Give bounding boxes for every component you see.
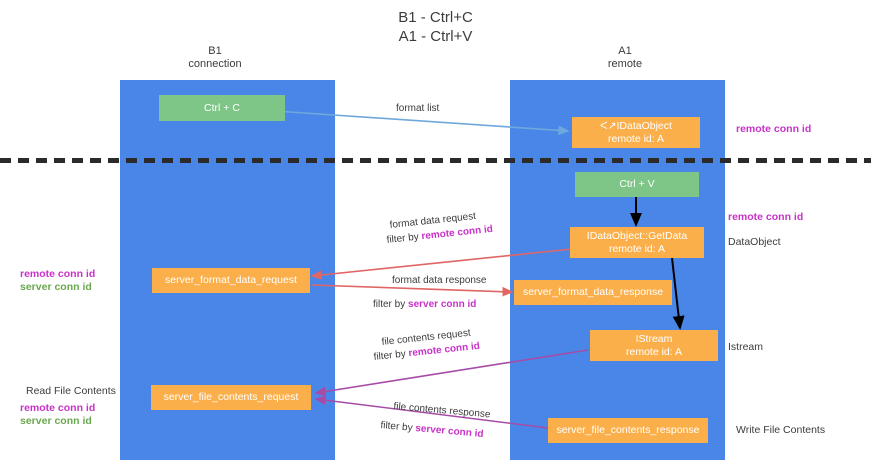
filter-value-server-conn-id: server conn id: [408, 299, 477, 310]
annotation-dataobject: DataObject: [728, 236, 781, 248]
node-server-format-data-request[interactable]: server_format_data_request: [152, 268, 310, 293]
edge-label-format-list: format list: [396, 103, 440, 114]
annotation-remote-conn-id-mid: remote conn id: [728, 211, 804, 223]
column-header-b1: B1 connection: [188, 45, 242, 70]
filter-value-server-conn-id: server conn id: [414, 423, 484, 440]
node-idataobject-getdata[interactable]: IDataObject::GetData remote id: A: [570, 227, 704, 258]
annotation-left-server-conn-id-2: server conn id: [20, 415, 92, 427]
edge-label-file-contents-response-filter: filter by server conn id: [380, 419, 484, 441]
page-title: B1 - Ctrl+C A1 - Ctrl+V: [398, 9, 473, 45]
edge-label-file-contents-response: file contents response: [392, 400, 491, 421]
annotation-write-file-contents: Write File Contents: [736, 424, 826, 436]
filter-prefix: filter by: [373, 348, 410, 363]
node-server-file-contents-response[interactable]: server_file_contents_response: [548, 418, 708, 443]
filter-prefix: filter by: [373, 299, 409, 310]
filter-prefix: filter by: [379, 419, 416, 435]
annotation-istream: Istream: [728, 341, 764, 353]
edge-label-format-data-response-filter: filter by server conn id: [373, 298, 476, 311]
node-server-format-data-response[interactable]: server_format_data_response: [514, 280, 672, 305]
node-ctrl-c[interactable]: Ctrl + C: [159, 95, 285, 121]
node-ctrl-v[interactable]: Ctrl + V: [575, 172, 699, 197]
edge-label-format-data-response: format data response: [392, 275, 487, 286]
annotation-left-server-conn-id: server conn id: [20, 281, 92, 293]
annotation-read-file-contents: Read File Contents: [26, 385, 116, 397]
annotation-left-remote-conn-id-2: remote conn id: [20, 402, 96, 414]
column-header-a1: A1 remote: [607, 45, 643, 70]
node-idataobject-top[interactable]: ᐸ↗IDataObject remote id: A: [572, 117, 700, 148]
phase-divider: [0, 158, 871, 163]
node-server-file-contents-request[interactable]: server_file_contents_request: [151, 385, 311, 410]
annotation-remote-conn-id-top: remote conn id: [736, 123, 812, 135]
node-istream[interactable]: IStream remote id: A: [590, 330, 718, 361]
filter-prefix: filter by: [386, 231, 423, 246]
annotation-left-remote-conn-id: remote conn id: [20, 268, 96, 280]
